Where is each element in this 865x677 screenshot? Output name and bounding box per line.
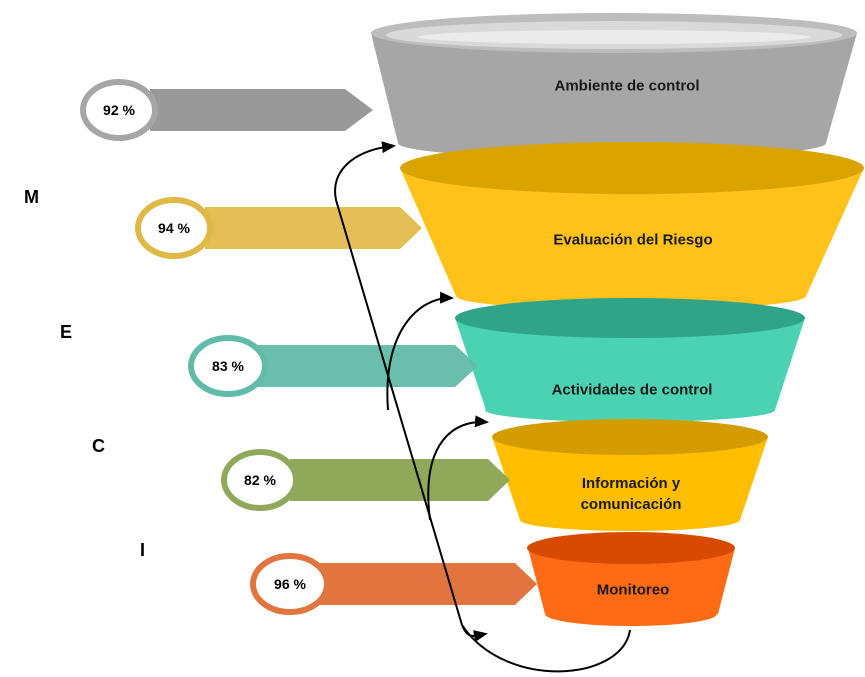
cycle-arrow-to-evaluacion [386,291,454,411]
stage-label-ambiente: Ambiente de control [554,77,700,95]
funnel-tier-evaluacion [400,142,864,310]
percent-informacion: 82 % [244,472,276,488]
callout-arrow-ambiente [80,79,373,141]
funnel-tier-actividades [455,298,805,422]
callout-arrow-actividades [188,335,478,397]
percent-monitoreo: 96 % [274,576,306,592]
funnel-tier-ambiente [371,13,857,159]
cycle-arrows [334,141,631,673]
callout-arrow-monitoreo [250,553,537,615]
stage-label-informacion: Información y comunicación [580,475,682,513]
cycle-arrow-to-actividades [427,415,489,521]
callout-arrow-informacion [221,449,510,511]
callout-arrow-evaluacion [135,197,422,259]
funnel-tier-informacion [492,419,768,531]
stage-label-monitoreo: Monitoreo [596,581,670,599]
side-letter-c: C [92,436,105,456]
cycle-arrow-to-monitoreo-base [461,624,488,642]
percent-ambiente: 92 % [103,102,135,118]
side-letter-m: M [24,187,39,207]
stage-label-actividades: Actividades de control [551,381,713,399]
stage-label-evaluacion: Evaluación del Riesgo [553,231,713,249]
percent-actividades: 83 % [212,358,244,374]
funnel-tier-monitoreo [527,532,735,626]
side-letter-i: I [140,540,146,560]
percent-evaluacion: 94 % [158,220,190,236]
side-letter-e: E [60,322,73,342]
